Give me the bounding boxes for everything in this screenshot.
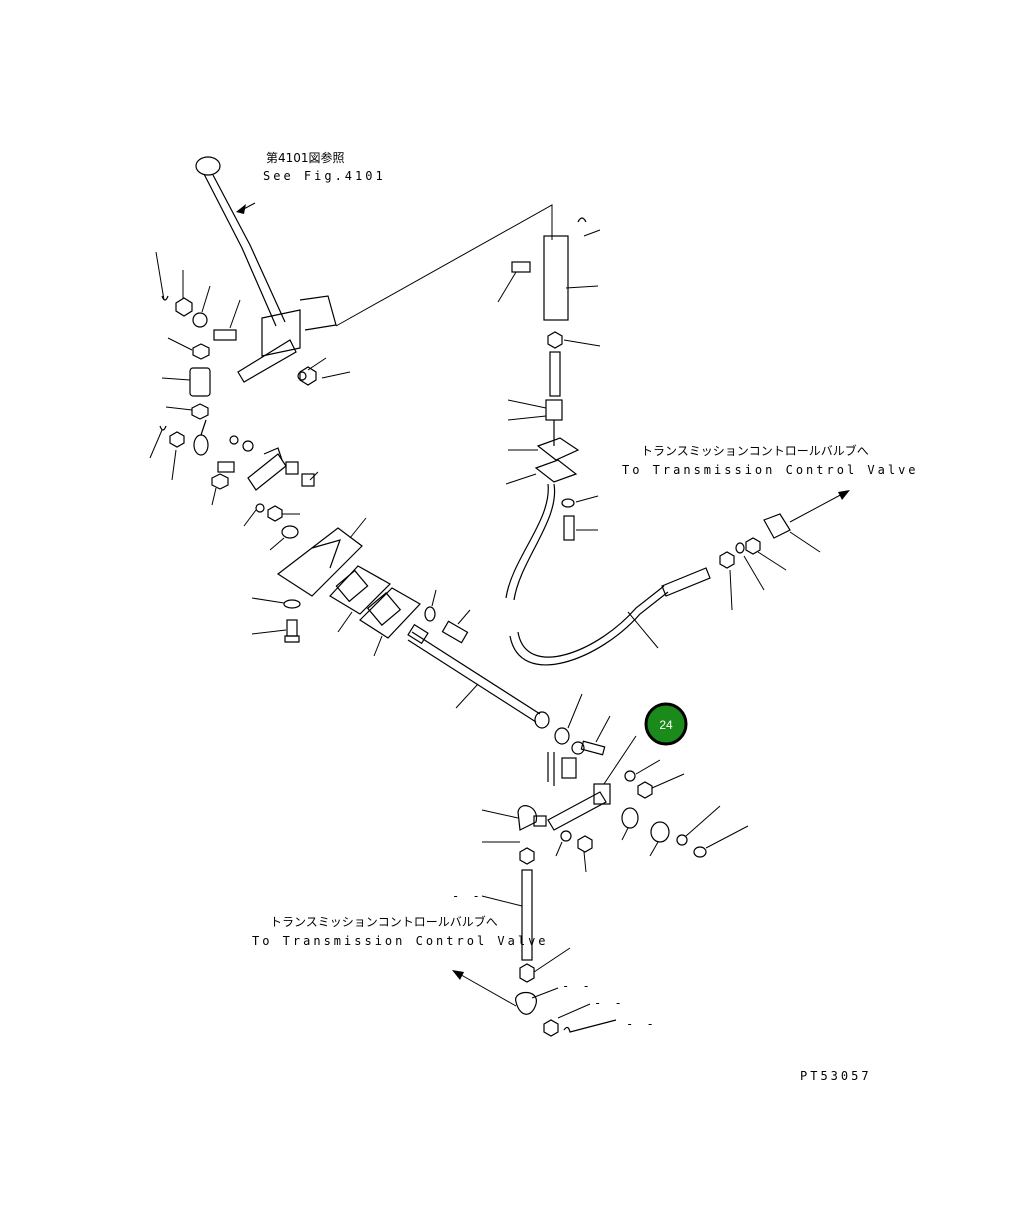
control-rod <box>407 589 550 729</box>
lower-lever-assembly <box>547 693 749 873</box>
dash-label-4: - - <box>626 1017 657 1031</box>
left-small-parts <box>149 251 241 481</box>
fig-ref-jp-label: 第4101図参照 <box>266 150 345 165</box>
pivot-arm-assembly <box>211 357 351 551</box>
callout-number: 24 <box>659 718 673 732</box>
mounting-plates <box>251 517 421 657</box>
tcv-en-label-bottom: To Transmission Control Valve <box>252 934 549 948</box>
dash-label-1: - - <box>452 889 483 903</box>
tcv-jp-label-bottom: トランスミッションコントロールバルブへ <box>270 914 498 929</box>
drawing-code: PT53057 <box>800 1069 872 1083</box>
shift-lever <box>195 156 337 383</box>
tcv-jp-label-right: トランスミッションコントロールバルブへ <box>641 443 869 458</box>
callout-badge[interactable]: 24 <box>644 702 688 746</box>
flexible-cable <box>505 483 850 666</box>
lower-valve-rod <box>452 805 617 1037</box>
fig-ref-en-label: See Fig.4101 <box>263 169 386 183</box>
cable-assembly-upper <box>497 217 601 541</box>
reference-link-line <box>335 204 553 327</box>
dash-label-3: - - <box>594 996 625 1010</box>
dash-label-2: - - <box>562 979 593 993</box>
tcv-en-label-right: To Transmission Control Valve <box>622 463 919 477</box>
